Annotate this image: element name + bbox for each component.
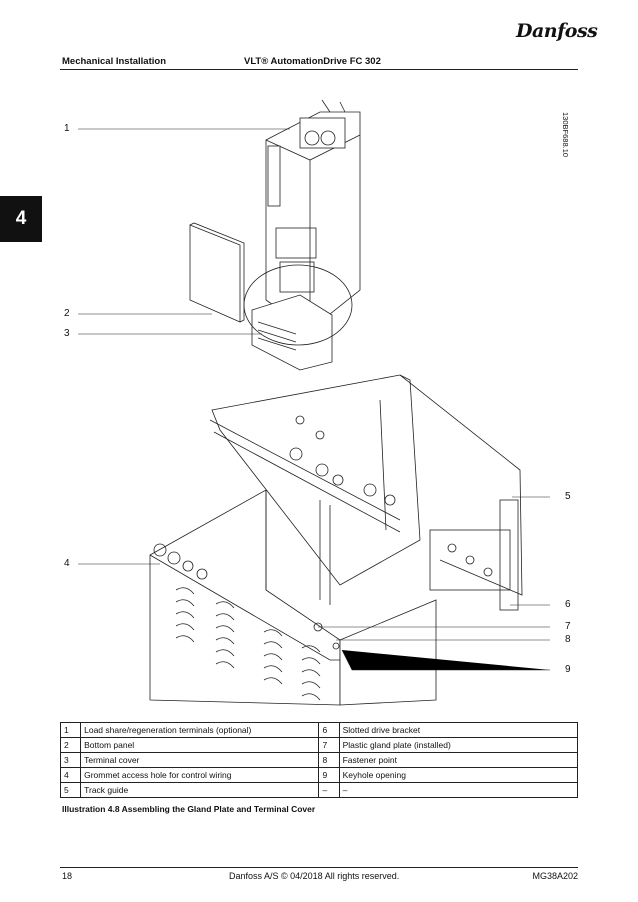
callout-4: 4 [64, 558, 70, 569]
callout-1: 1 [64, 123, 70, 134]
header-section-title: Mechanical Installation [62, 56, 166, 67]
terminal-cover-drawing [149, 489, 437, 706]
callout-3: 3 [64, 328, 70, 339]
callout-6: 6 [565, 599, 571, 610]
legend-number: 5 [59, 782, 82, 798]
document-id: MG38A202 [532, 871, 578, 881]
legend-number: 9 [318, 767, 340, 783]
footer-rule [60, 867, 578, 868]
legend-text: Plastic gland plate (installed) [338, 737, 579, 753]
legend-text: Grommet access hole for control wiring [80, 767, 320, 783]
callout-7: 7 [565, 621, 571, 632]
legend-number: 1 [59, 722, 82, 738]
legend-text: Fastener point [338, 752, 579, 768]
header-rule [60, 69, 578, 70]
exploded-drive-section [209, 374, 523, 611]
legend-number: 7 [318, 737, 340, 753]
legend-number: 3 [59, 752, 82, 768]
callout-5: 5 [565, 491, 571, 502]
legend-number: 6 [318, 722, 340, 738]
legend-text: Load share/regeneration terminals (optio… [80, 722, 320, 738]
legend-text: Bottom panel [80, 737, 320, 753]
page-number: 18 [62, 871, 73, 881]
leader-lines [78, 128, 550, 671]
louvre-vents [175, 587, 321, 701]
callout-8: 8 [565, 634, 571, 645]
callout-2: 2 [64, 308, 70, 319]
legend-text: Keyhole opening [338, 767, 579, 783]
legend-text: Slotted drive bracket [338, 722, 579, 738]
legend-number: – [318, 782, 340, 798]
danfoss-logo: Danfoss [516, 20, 598, 42]
legend-number: 8 [318, 752, 340, 768]
gland-plate-illustration [78, 99, 550, 706]
illustration-caption: Illustration 4.8 Assembling the Gland Pl… [62, 804, 316, 814]
copyright-notice: Danfoss A/S © 04/2018 All rights reserve… [229, 871, 400, 881]
chapter-tab: 4 [0, 196, 42, 242]
callout-9: 9 [565, 664, 571, 675]
legend-number: 2 [59, 737, 82, 753]
header-product-title: VLT® AutomationDrive FC 302 [244, 56, 381, 67]
legend-text: Terminal cover [80, 752, 320, 768]
legend-number: 4 [59, 767, 82, 783]
drive-cabinet-drawing [243, 99, 361, 371]
legend-text: – [338, 782, 579, 798]
legend-text: Track guide [80, 782, 320, 798]
bottom-panel-drawing [189, 222, 245, 323]
